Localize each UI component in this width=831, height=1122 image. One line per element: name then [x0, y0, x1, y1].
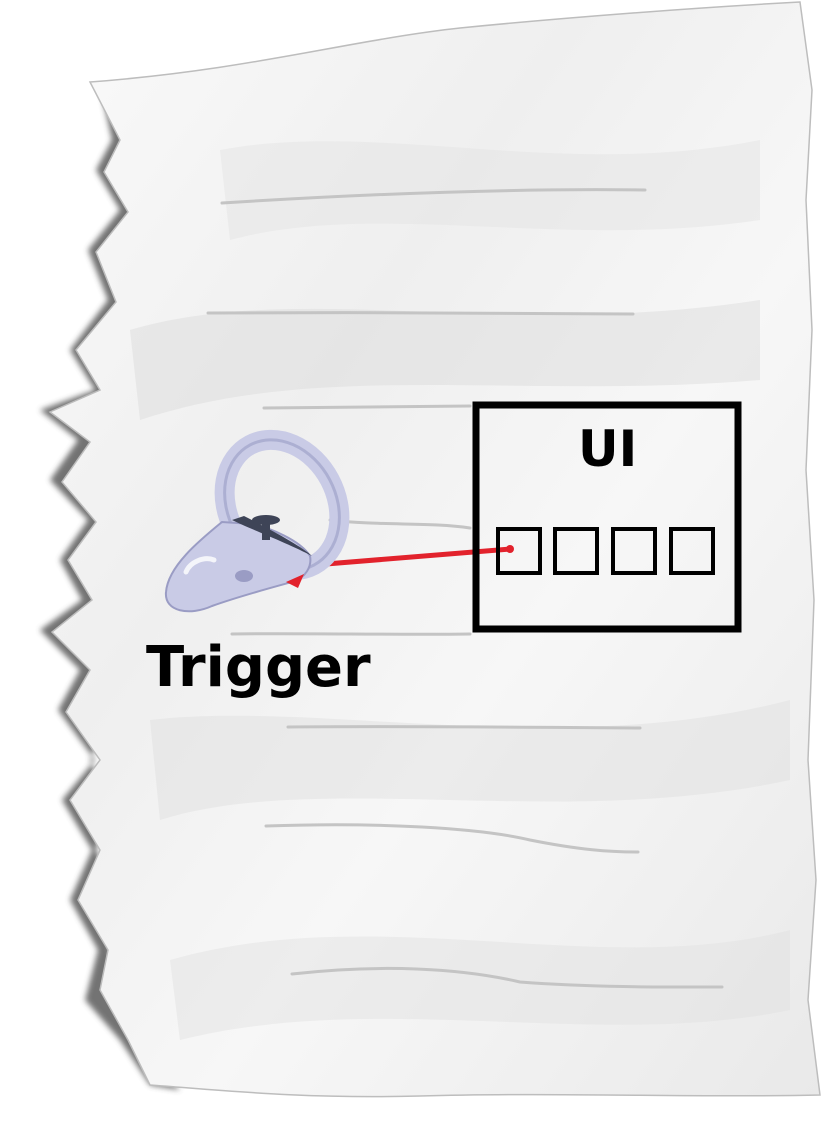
- trigger-label: Trigger: [146, 635, 371, 700]
- ui-panel: [472, 401, 742, 633]
- crumple-shading: [130, 140, 790, 1040]
- ui-slot: [553, 527, 599, 575]
- ui-slot: [611, 527, 657, 575]
- ui-slot: [496, 527, 542, 575]
- paper-sheet: [48, 1, 821, 1098]
- ray-hit-dot: [506, 545, 514, 553]
- ui-slot: [669, 527, 715, 575]
- ui-panel-title: UI: [578, 420, 638, 478]
- vr-controller-icon: [164, 429, 350, 613]
